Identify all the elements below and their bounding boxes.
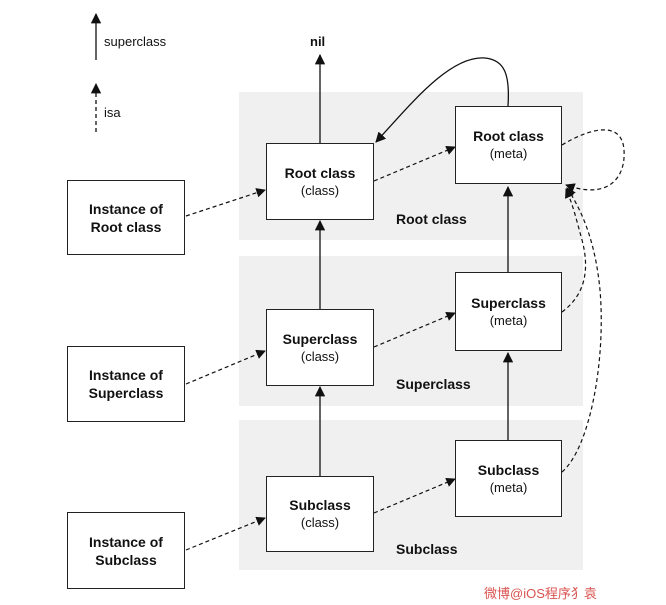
box-line-1: Root class xyxy=(473,128,544,144)
subclass-band-label: Subclass xyxy=(396,541,458,557)
superclass-meta-box: Superclass (meta) xyxy=(455,272,562,351)
box-line-2: (meta) xyxy=(489,312,528,328)
box-line-2: (class) xyxy=(300,182,340,198)
legend-superclass-label: superclass xyxy=(104,34,167,49)
root-meta-to-root-class-arrow xyxy=(375,57,510,143)
box-line-2: (class) xyxy=(300,515,340,530)
box-line-2: Root class xyxy=(90,218,162,235)
box-line-1: Instance of xyxy=(89,200,163,217)
box-line-1: Root class xyxy=(284,164,356,181)
box-line-2: (meta) xyxy=(489,479,528,495)
superclass-band-label: Superclass xyxy=(396,376,471,392)
superclass-class-isa-arrow xyxy=(373,311,456,348)
watermark-text: 微博@iOS程序犭袁 xyxy=(484,586,597,601)
super-instance-isa-arrow xyxy=(185,349,266,385)
subclass-class-isa-arrow xyxy=(373,477,456,514)
box-line-1: Instance of xyxy=(89,533,163,550)
root-class-class-box: Root class (class) xyxy=(266,143,374,220)
root-meta-isa-self-arrow xyxy=(561,129,625,193)
box-line-2: (class) xyxy=(300,348,340,364)
instance-of-superclass-box: Instance of Superclass xyxy=(67,346,185,422)
box-line-2: Subclass xyxy=(95,551,157,568)
subclass-meta-isa-arrow xyxy=(561,187,602,473)
box-line-1: Superclass xyxy=(282,330,358,347)
box-line-1: Subclass xyxy=(289,497,351,513)
box-line-1: Superclass xyxy=(471,294,546,311)
box-line-2: (meta) xyxy=(489,146,528,161)
box-line-2: Superclass xyxy=(88,385,164,401)
legend-isa-label: isa xyxy=(104,105,121,120)
root-class-meta-box: Root class (meta) xyxy=(455,106,562,184)
box-line-1: Instance of xyxy=(89,367,163,383)
root-instance-isa-arrow xyxy=(185,188,266,217)
root-class-band-label: Root class xyxy=(396,211,467,227)
superclass-meta-isa-arrow xyxy=(561,188,587,313)
instance-of-subclass-box: Instance of Subclass xyxy=(67,512,185,589)
subclass-class-box: Subclass (class) xyxy=(266,476,374,552)
box-line-1: Subclass xyxy=(477,461,540,478)
superclass-class-box: Superclass (class) xyxy=(266,309,374,386)
subclass-meta-box: Subclass (meta) xyxy=(455,440,562,517)
nil-label: nil xyxy=(310,34,326,49)
instance-of-root-class-box: Instance of Root class xyxy=(67,180,185,255)
root-class-isa-arrow xyxy=(373,145,456,182)
sub-instance-isa-arrow xyxy=(185,516,266,551)
